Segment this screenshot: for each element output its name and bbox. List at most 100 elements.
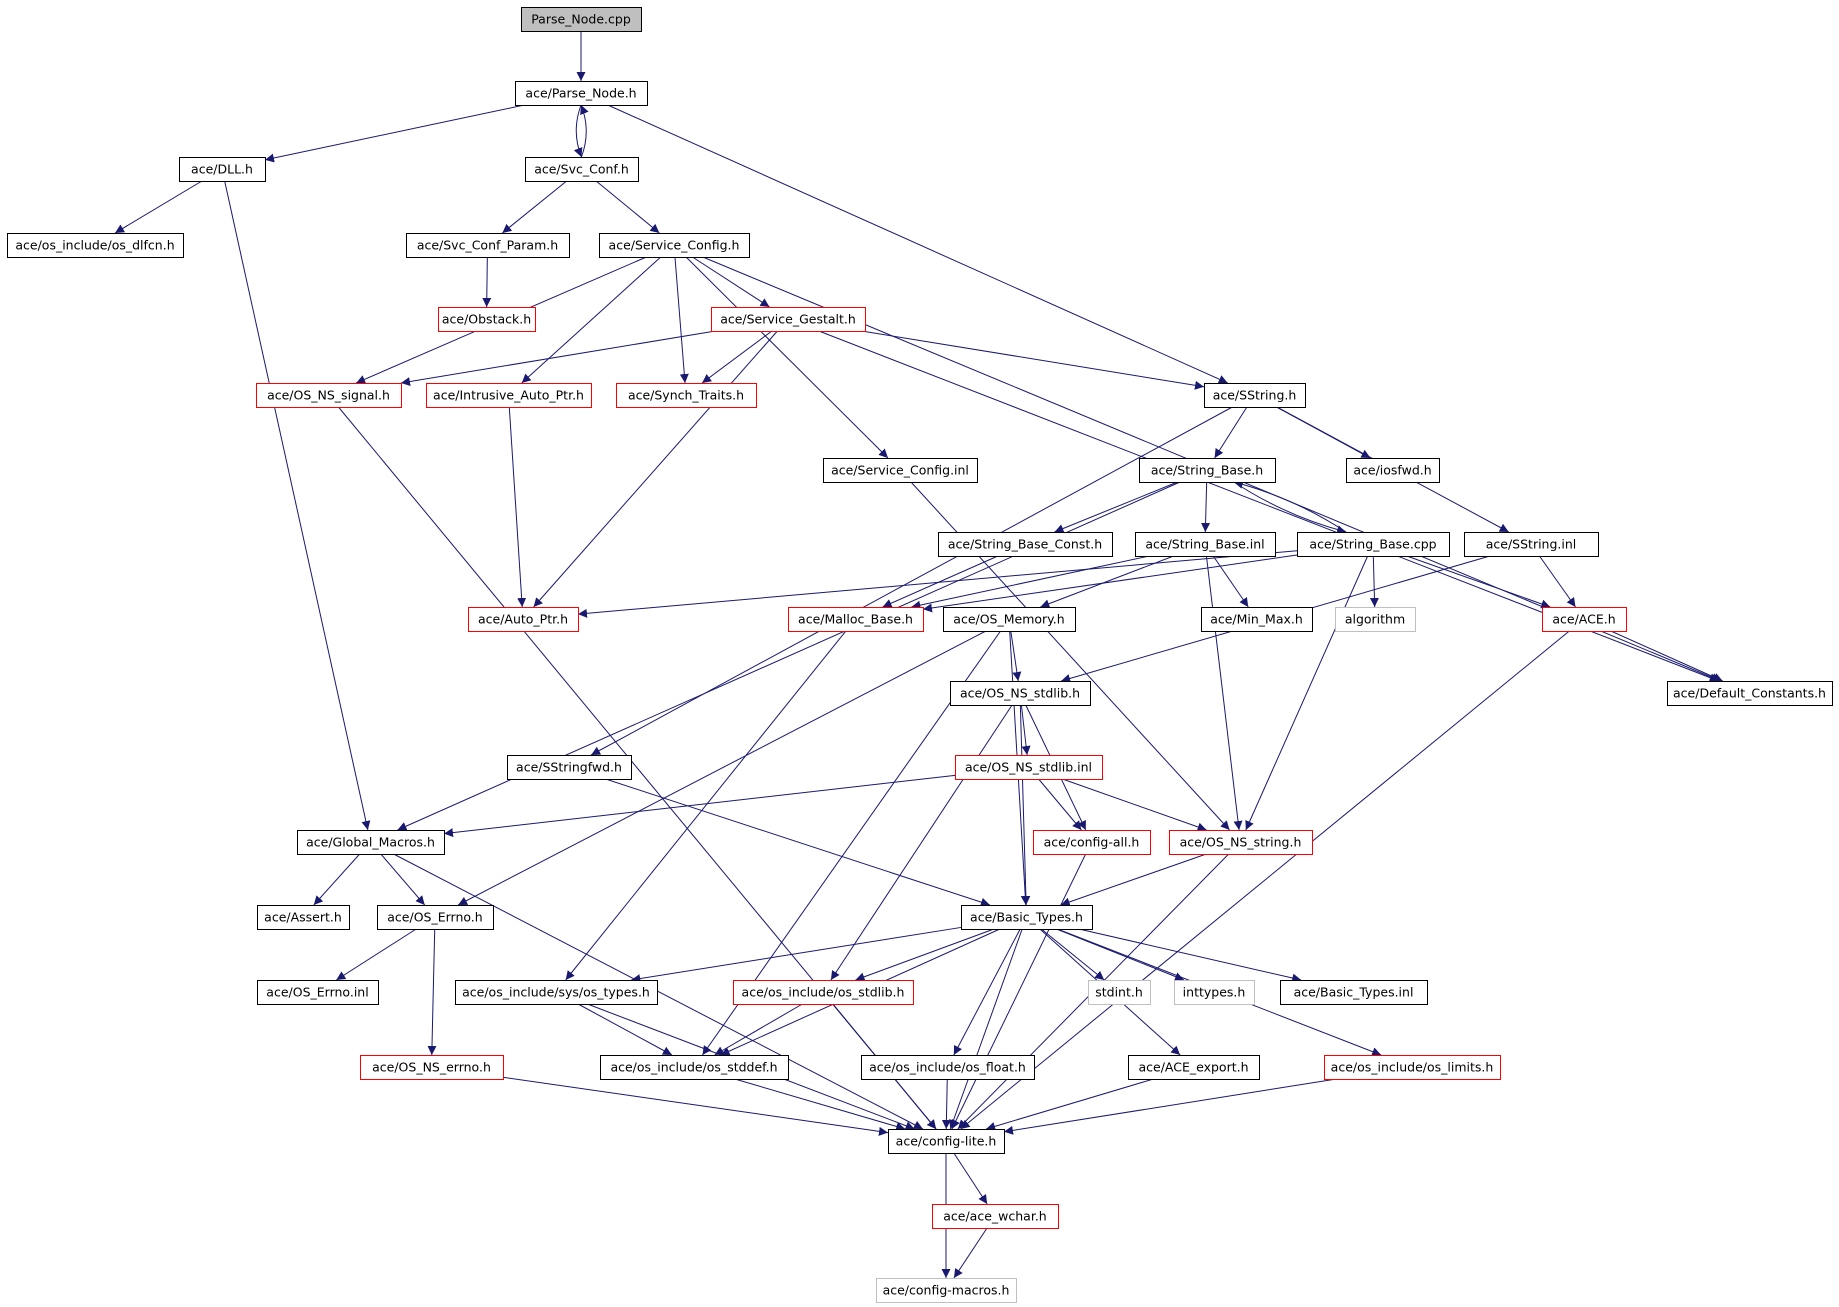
graph-node[interactable]: ace/config-macros.h — [876, 1278, 1017, 1303]
graph-node[interactable]: ace/Parse_Node.h — [515, 81, 648, 106]
node-label: ace/Auto_Ptr.h — [478, 612, 568, 627]
graph-node[interactable]: ace/SStringfwd.h — [507, 755, 632, 780]
node-label: ace/Obstack.h — [442, 312, 531, 327]
graph-node[interactable]: ace/config-all.h — [1033, 830, 1151, 855]
dependency-edge — [1060, 853, 1207, 907]
dependency-edge — [1233, 479, 1347, 533]
graph-node[interactable]: ace/OS_Errno.inl — [257, 980, 379, 1005]
node-label: ace/Svc_Conf.h — [534, 162, 629, 177]
graph-node[interactable]: ace/SString.h — [1204, 383, 1306, 408]
node-box — [1201, 607, 1313, 632]
graph-node[interactable]: ace/DLL.h — [179, 157, 266, 182]
graph-node[interactable]: ace/Service_Gestalt.h — [711, 307, 866, 332]
node-box — [1139, 458, 1276, 483]
node-label: ace/Default_Constants.h — [1673, 686, 1826, 701]
graph-node[interactable]: ace/Intrusive_Auto_Ptr.h — [426, 383, 592, 408]
dependency-edge — [1539, 555, 1576, 608]
node-box — [1297, 532, 1450, 557]
graph-node[interactable]: ace/Malloc_Base.h — [788, 607, 924, 632]
graph-node[interactable]: ace/String_Base.h — [1139, 458, 1276, 483]
node-box — [426, 383, 592, 408]
node-label: Parse_Node.cpp — [531, 12, 631, 27]
graph-node[interactable]: algorithm — [1335, 607, 1416, 632]
graph-node[interactable]: stdint.h — [1088, 980, 1151, 1005]
node-box — [599, 233, 750, 258]
node-box — [1204, 383, 1306, 408]
graph-node[interactable]: ace/OS_NS_signal.h — [256, 383, 402, 408]
graph-node[interactable]: ace/os_include/os_limits.h — [1324, 1055, 1501, 1080]
node-label: ace/Malloc_Base.h — [798, 612, 913, 627]
graph-node[interactable]: ace/String_Base.cpp — [1297, 532, 1450, 557]
graph-node[interactable]: Parse_Node.cpp — [521, 7, 642, 32]
node-box — [733, 980, 914, 1005]
node-label: ace/DLL.h — [191, 162, 253, 177]
graph-node[interactable]: ace/OS_NS_errno.h — [360, 1055, 504, 1080]
graph-node[interactable]: ace/OS_NS_string.h — [1169, 830, 1313, 855]
dependency-edge — [502, 180, 567, 234]
node-box — [455, 980, 658, 1005]
graph-node[interactable]: ace/Basic_Types.h — [961, 905, 1093, 930]
graph-node[interactable]: ace/Assert.h — [257, 905, 350, 930]
node-label: ace/OS_NS_string.h — [1180, 835, 1302, 850]
dependency-edge — [577, 550, 1298, 618]
graph-node[interactable]: ace/Synch_Traits.h — [616, 383, 757, 408]
dependency-edge — [336, 928, 417, 981]
graph-node[interactable]: ace/ace_wchar.h — [932, 1204, 1059, 1229]
graph-node[interactable]: ace/Service_Config.inl — [823, 458, 978, 483]
graph-node[interactable]: ace/ACE.h — [1542, 607, 1627, 632]
graph-node[interactable]: ace/os_include/os_dlfcn.h — [7, 233, 184, 258]
graph-node[interactable]: ace/config-lite.h — [888, 1129, 1005, 1154]
graph-node[interactable]: ace/os_include/sys/os_types.h — [455, 980, 658, 1005]
graph-node[interactable]: inttypes.h — [1174, 980, 1255, 1005]
graph-node[interactable]: ace/os_include/os_stdlib.h — [733, 980, 914, 1005]
node-box — [961, 905, 1093, 930]
graph-node[interactable]: ace/Svc_Conf_Param.h — [406, 233, 570, 258]
dependency-edge — [674, 256, 689, 384]
node-label: ace/Min_Max.h — [1210, 612, 1303, 627]
dependency-edge — [1010, 630, 1022, 682]
graph-node[interactable]: ace/OS_NS_stdlib.h — [950, 681, 1091, 706]
node-label: ace/Parse_Node.h — [525, 86, 636, 101]
node-label: ace/SString.h — [1213, 388, 1297, 403]
graph-node[interactable]: ace/Service_Config.h — [599, 233, 750, 258]
graph-node[interactable]: ace/os_include/os_stddef.h — [600, 1055, 789, 1080]
graph-node[interactable]: ace/OS_Errno.h — [377, 905, 494, 930]
graph-node[interactable]: ace/SString.inl — [1464, 532, 1599, 557]
graph-node[interactable]: ace/Svc_Conf.h — [525, 157, 639, 182]
edge-layer — [114, 31, 1723, 1279]
node-label: ace/os_include/sys/os_types.h — [462, 985, 650, 1000]
graph-node[interactable]: ace/Min_Max.h — [1201, 607, 1313, 632]
graph-node[interactable]: ace/Default_Constants.h — [1667, 681, 1833, 706]
node-box — [600, 1055, 789, 1080]
dependency-edge — [1003, 1078, 1337, 1135]
node-box — [360, 1055, 504, 1080]
graph-node[interactable]: ace/OS_Memory.h — [943, 607, 1076, 632]
dependency-edge — [443, 774, 956, 838]
node-box — [257, 980, 379, 1005]
node-label: ace/OS_Memory.h — [953, 612, 1064, 627]
dependency-edge — [1610, 630, 1723, 682]
node-box — [377, 905, 494, 930]
dependency-edge — [882, 555, 999, 608]
graph-node[interactable]: ace/String_Base.inl — [1135, 532, 1276, 557]
dependency-edge — [855, 928, 995, 982]
dependency-edge — [1019, 704, 1031, 906]
dependency-edge — [605, 778, 991, 907]
graph-node[interactable]: ace/ACE_export.h — [1128, 1055, 1260, 1080]
node-label: ace/Intrusive_Auto_Ptr.h — [433, 388, 584, 403]
graph-node[interactable]: ace/String_Base_Const.h — [938, 532, 1113, 557]
graph-node[interactable]: ace/os_include/os_float.h — [861, 1055, 1035, 1080]
graph-node[interactable]: ace/Basic_Types.inl — [1280, 980, 1428, 1005]
dependency-edge — [580, 104, 589, 158]
node-label: ace/OS_NS_errno.h — [372, 1060, 491, 1075]
dependency-edge — [595, 180, 660, 234]
node-label: ace/config-lite.h — [896, 1134, 997, 1149]
node-box — [955, 755, 1103, 780]
graph-node[interactable]: ace/Auto_Ptr.h — [468, 607, 579, 632]
dependency-edge — [1201, 481, 1211, 533]
node-box — [943, 607, 1076, 632]
graph-node[interactable]: ace/Obstack.h — [438, 307, 536, 332]
graph-node[interactable]: ace/OS_NS_stdlib.inl — [955, 755, 1103, 780]
graph-node[interactable]: ace/iosfwd.h — [1346, 458, 1440, 483]
graph-node[interactable]: ace/Global_Macros.h — [297, 830, 445, 855]
